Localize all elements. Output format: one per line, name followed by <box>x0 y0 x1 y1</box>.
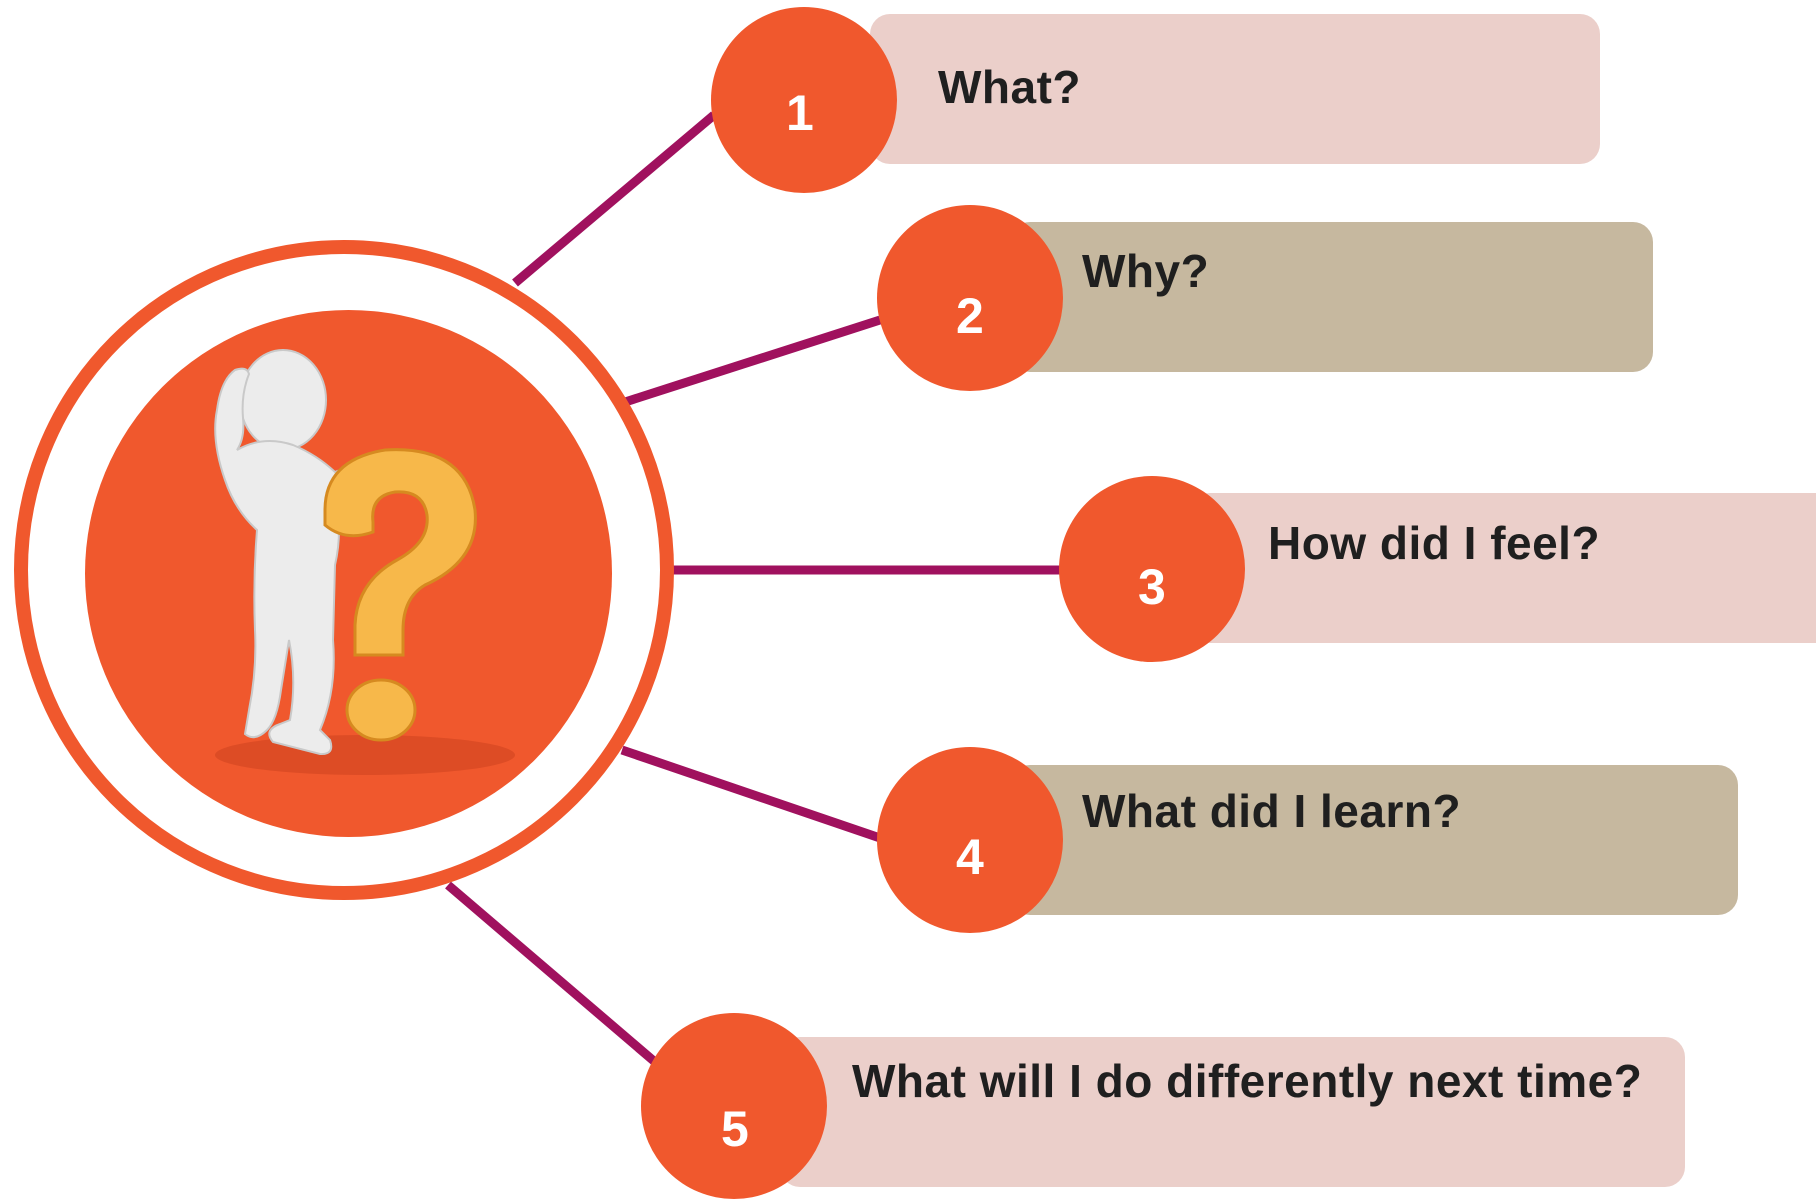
number-circle-4 <box>877 747 1063 933</box>
item-number-1: 1 <box>786 85 814 141</box>
item-number-2: 2 <box>956 288 984 344</box>
connector-2 <box>620 315 882 408</box>
number-circle-5 <box>641 1013 827 1199</box>
item-label-4: What did I learn? <box>1082 785 1462 837</box>
item-label-3: How did I feel? <box>1268 517 1601 569</box>
item-number-4: 4 <box>956 829 984 885</box>
thinking-person-with-question-mark-icon <box>214 349 515 775</box>
item-number-3: 3 <box>1138 559 1166 615</box>
item-box-5 <box>780 1037 1685 1187</box>
number-circle-3 <box>1059 476 1245 662</box>
connector-4 <box>620 745 882 843</box>
item-label-2: Why? <box>1082 245 1210 297</box>
item-box-2 <box>1010 222 1653 372</box>
connector-5 <box>445 881 658 1066</box>
item-box-3 <box>1190 493 1816 643</box>
item-box-4 <box>1010 765 1738 915</box>
item-label-5: What will I do differently next time? <box>852 1055 1643 1107</box>
item-number-5: 5 <box>721 1101 749 1157</box>
connector-1 <box>512 111 717 287</box>
number-circle-1 <box>711 7 897 193</box>
item-label-1: What? <box>938 61 1082 113</box>
item-box-1 <box>870 14 1600 164</box>
number-circle-2 <box>877 205 1063 391</box>
